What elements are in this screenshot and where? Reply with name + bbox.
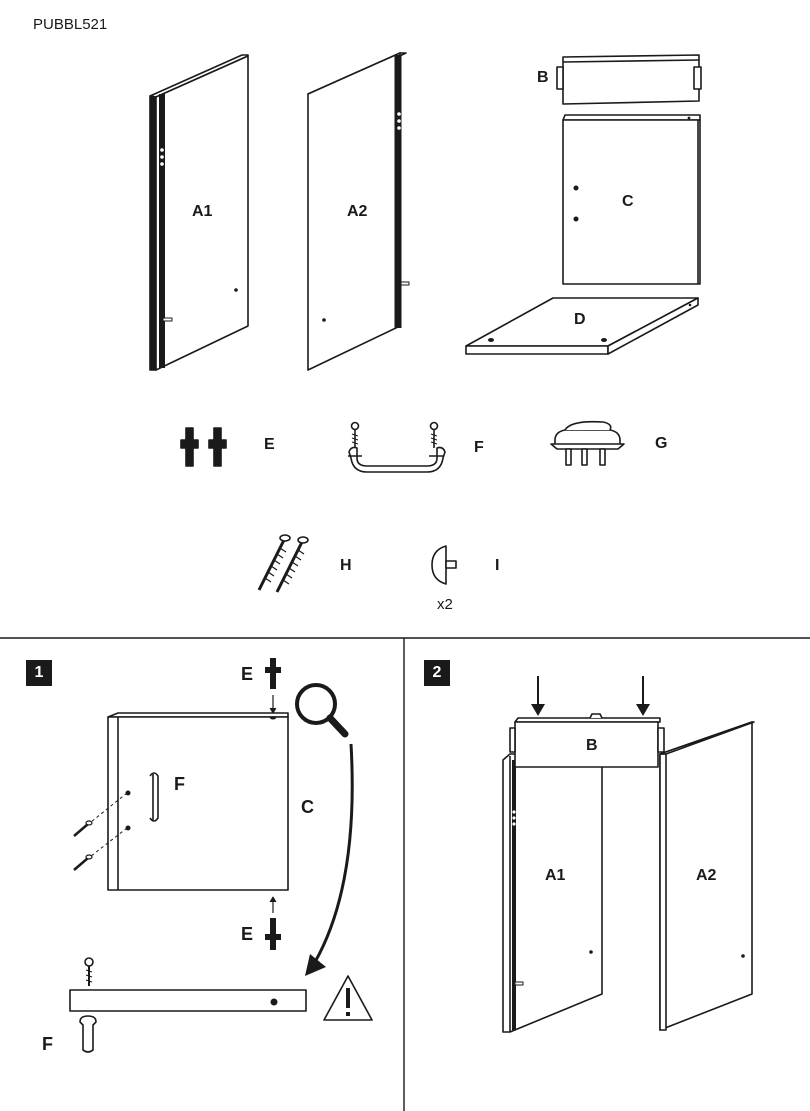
step2-badge: 2 <box>424 660 450 686</box>
document-code: PUBBL521 <box>33 16 108 33</box>
hardware-f <box>348 421 446 473</box>
label-part-a1: A1 <box>192 203 213 220</box>
label-part-i: I <box>495 557 500 574</box>
label-part-c: C <box>622 193 634 210</box>
step1-label-e-bottom: E <box>241 924 254 944</box>
step2-label-a1: A1 <box>545 867 566 884</box>
hardware-e <box>180 427 227 467</box>
step1-label-f-bottom: F <box>42 1034 53 1054</box>
step1-dowel-top <box>265 658 281 689</box>
label-part-f: F <box>474 439 484 456</box>
warning-icon <box>323 975 373 1021</box>
label-part-a2: A2 <box>347 203 368 220</box>
label-part-d: D <box>574 311 586 328</box>
panel-a2 <box>307 52 410 371</box>
part-d <box>465 297 699 355</box>
label-part-i-quantity: x2 <box>437 596 453 613</box>
magnifier-icon <box>295 683 349 738</box>
hardware-h <box>257 534 309 593</box>
label-part-h: H <box>340 557 352 574</box>
label-part-b: B <box>537 69 549 86</box>
part-c <box>562 114 701 285</box>
label-part-e: E <box>264 436 275 453</box>
step1-badge: 1 <box>26 660 52 686</box>
step1-screws <box>73 820 93 871</box>
step1-illustration <box>69 658 373 1053</box>
hardware-i <box>431 545 457 585</box>
step1-label-f-side: F <box>174 774 185 794</box>
hardware-g <box>550 420 625 466</box>
step2-illustration <box>502 676 755 1033</box>
panel-a1 <box>149 54 249 371</box>
label-part-g: G <box>655 435 668 452</box>
step1-label-e-top: E <box>241 664 254 684</box>
step2-label-b: B <box>586 737 598 754</box>
step1-label-c: C <box>301 797 314 817</box>
step2-label-a2: A2 <box>696 867 717 884</box>
part-b <box>556 54 702 105</box>
step1-dowel-bottom <box>265 918 281 950</box>
